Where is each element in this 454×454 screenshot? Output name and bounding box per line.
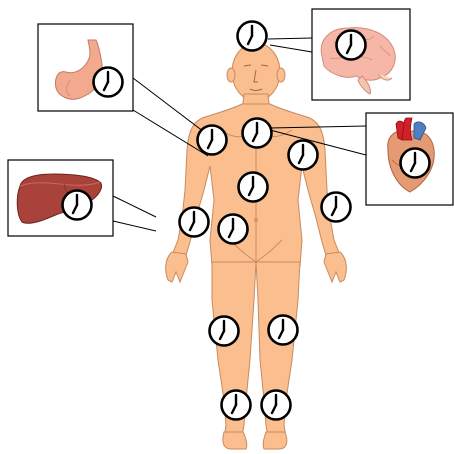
clock-icon-left-ankle: [222, 391, 251, 420]
clock-icon-left-knee: [210, 317, 239, 346]
clock-icon-liver: [63, 191, 92, 220]
clock-icon-lower-abdomen: [219, 215, 248, 244]
right-foot: [263, 432, 287, 449]
clock-icon-brain: [337, 31, 366, 60]
clock-icon-head: [238, 22, 267, 51]
liver-callout-box: [8, 160, 113, 236]
clock-icon-left-arm: [180, 208, 209, 237]
clock-icon-right-ankle: [262, 391, 291, 420]
clock-icon-right-arm: [322, 193, 351, 222]
clock-icon-abdomen: [239, 173, 268, 202]
clock-icon-right-knee: [269, 316, 298, 345]
clock-icon-stomach: [94, 68, 123, 97]
left-hand: [166, 252, 188, 282]
stomach-callout-box: [38, 24, 133, 111]
clock-icon-chest-left: [198, 126, 227, 155]
clock-icon-chest-center: [243, 119, 272, 148]
clock-icon-heart: [401, 149, 430, 178]
right-hand: [324, 252, 346, 282]
left-foot: [223, 432, 247, 449]
clock-icon-chest-right: [289, 141, 318, 170]
